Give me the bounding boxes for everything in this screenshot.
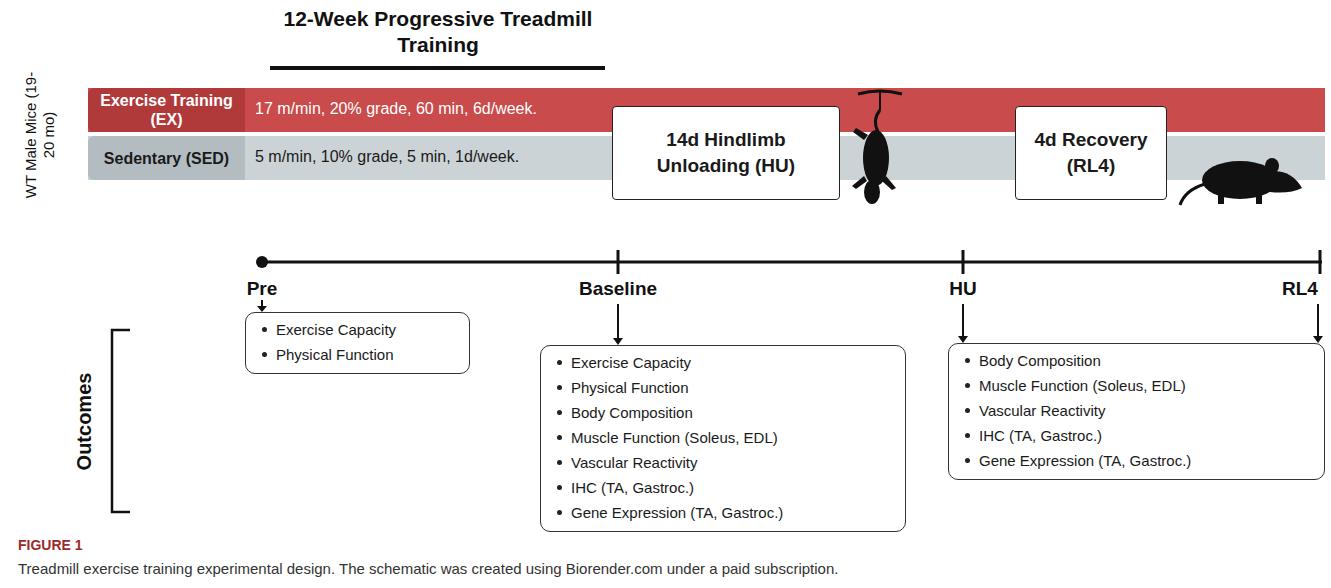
outcomes-label: Outcomes [73,331,96,511]
timeline-tick [1319,250,1322,274]
outcome-item: Exercise Capacity [276,317,457,342]
cohort-label: WT Male Mice (19-20 mo) [22,70,58,200]
figure-caption: Treadmill exercise training experimental… [18,560,1308,577]
timepoint-label: RL4 [1275,278,1325,300]
outcome-text: Physical Function [571,379,689,396]
phase-name: 4d Recovery (RL4) [1026,127,1156,179]
outcome-box: Body CompositionMuscle Function (Soleus,… [948,343,1325,480]
outcome-item: Body Composition [571,400,893,425]
outcome-text: IHC (TA, Gastroc.) [979,427,1102,444]
outcome-item: Vascular Reactivity [571,450,893,475]
band-text: 17 m/min, 20% grade, 60 min, 6d/week. [255,100,537,118]
timepoint-label: HU [903,278,1023,300]
bullet-dot [557,460,562,465]
bullet-dot [557,485,562,490]
group-label: Exercise Training (EX) [88,88,245,132]
bullet-dot [557,510,562,515]
group-label: Sedentary (SED) [88,136,245,180]
outcome-text: Gene Expression (TA, Gastroc.) [979,452,1191,469]
timeline-tick [617,250,620,274]
bullet-dot [965,433,970,438]
outcome-text: Gene Expression (TA, Gastroc.) [571,504,783,521]
band-text: 5 m/min, 10% grade, 5 min, 1d/week. [255,148,519,166]
bullet-dot [557,385,562,390]
group-name: Exercise Training (EX) [88,91,245,129]
timepoint-label: Baseline [538,278,698,300]
bullet-dot [557,360,562,365]
outcome-text: Body Composition [571,404,693,421]
outcome-text: Exercise Capacity [276,321,396,338]
outcome-text: Muscle Function (Soleus, EDL) [571,429,778,446]
group-name: Sedentary (SED) [104,149,229,168]
outcome-box: Exercise CapacityPhysical Function [245,312,470,374]
outcome-text: Muscle Function (Soleus, EDL) [979,377,1186,394]
phase-name: 14d Hindlimb Unloading (HU) [623,127,829,179]
walking-mouse [1180,158,1302,205]
outcome-text: Vascular Reactivity [979,402,1105,419]
bullet-dot [965,358,970,363]
outcome-text: Exercise Capacity [571,354,691,371]
outcome-item: Gene Expression (TA, Gastroc.) [571,500,893,525]
outcome-text: IHC (TA, Gastroc.) [571,479,694,496]
bullet-dot [965,383,970,388]
bullet-dot [262,352,267,357]
outcome-text: Vascular Reactivity [571,454,697,471]
bullet-dot [262,327,267,332]
outcome-item: Muscle Function (Soleus, EDL) [571,425,893,450]
phase-box: 14d Hindlimb Unloading (HU) [612,106,840,200]
outcome-item: Exercise Capacity [571,350,893,375]
bullet-dot [965,408,970,413]
phase-box: 4d Recovery (RL4) [1015,106,1167,200]
outcome-item: Muscle Function (Soleus, EDL) [979,373,1312,398]
outcome-item: Gene Expression (TA, Gastroc.) [979,448,1312,473]
section-heading: 12-Week Progressive Treadmill Training [268,6,608,58]
outcome-item: IHC (TA, Gastroc.) [979,423,1312,448]
outcome-item: Body Composition [979,348,1312,373]
outcome-item: Vascular Reactivity [979,398,1312,423]
outcome-item: IHC (TA, Gastroc.) [571,475,893,500]
bullet-dot [557,435,562,440]
outcomes-bracket [112,330,130,512]
timeline-dot [256,256,268,268]
timeline-tick [962,250,965,274]
hanging-mouse [852,91,902,204]
bullet-dot [965,458,970,463]
timeline-axis [262,261,1322,264]
outcome-box: Exercise CapacityPhysical FunctionBody C… [540,345,906,532]
outcome-text: Physical Function [276,346,394,363]
bullet-dot [557,410,562,415]
figure-number: FIGURE 1 [18,537,218,553]
timepoint-label: Pre [202,278,322,300]
outcome-text: Body Composition [979,352,1101,369]
outcome-item: Physical Function [571,375,893,400]
outcome-item: Physical Function [276,342,457,367]
training-bar [270,66,605,70]
